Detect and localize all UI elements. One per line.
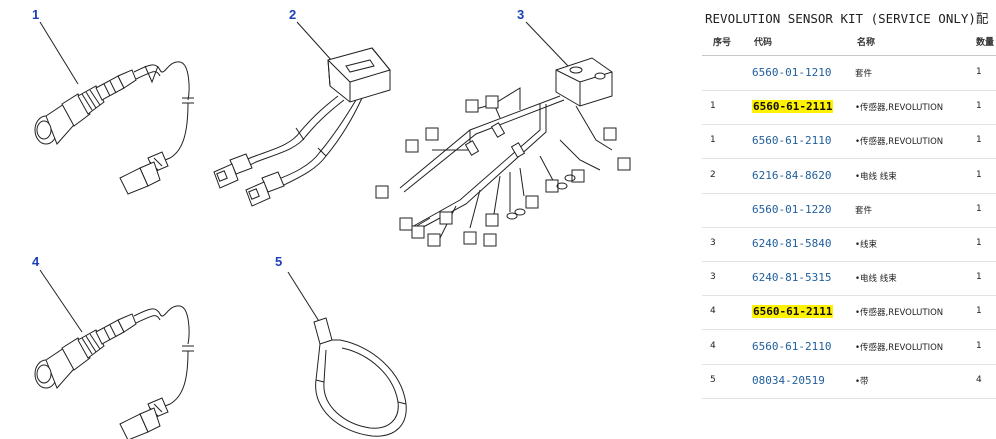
callout-2[interactable]: 2: [289, 7, 296, 22]
part-2-harness[interactable]: [213, 21, 391, 207]
row-qty: 1: [976, 67, 982, 77]
parts-diagram: 1 2: [32, 7, 631, 439]
table-row: 4 6560-61-2111 •传感器,REVOLUTION 1: [700, 296, 996, 331]
part-code-link[interactable]: 6240-81-5840: [752, 237, 832, 250]
table-row: 1 6560-61-2110 •传感器,REVOLUTION 1: [700, 125, 996, 160]
part-code-link[interactable]: 6240-81-5315: [752, 271, 832, 285]
row-seq: 5: [710, 374, 716, 385]
part-3-harness[interactable]: [375, 21, 631, 247]
table-row: 1 6560-61-2111 •传感器,REVOLUTION 1: [700, 91, 996, 126]
row-name: •传感器,REVOLUTION: [855, 308, 944, 319]
row-divider: [702, 363, 996, 365]
table-row: 6560-01-1210 套件 1: [700, 57, 996, 91]
part-code-link[interactable]: 6216-84-8620: [752, 168, 832, 182]
row-name: 套件: [855, 69, 873, 79]
header-code: 代码: [754, 38, 773, 48]
row-seq: 4: [710, 340, 716, 351]
row-name: •传感器,REVOLUTION: [855, 342, 944, 353]
row-qty: 1: [976, 135, 982, 146]
row-name: •传感器,REVOLUTION: [855, 137, 944, 148]
row-divider: [702, 329, 996, 331]
row-divider: [702, 124, 996, 126]
part-5-band[interactable]: [287, 271, 407, 437]
header-divider: [702, 55, 996, 56]
row-qty: 1: [976, 169, 982, 180]
part-code-link[interactable]: 6560-01-1220: [752, 202, 832, 216]
row-divider: [702, 261, 996, 262]
part-1-sensor[interactable]: [34, 21, 194, 195]
table-row: 4 6560-61-2110 •传感器,REVOLUTION 1: [700, 331, 996, 365]
row-qty: 1: [976, 340, 982, 351]
table-row: 3 6240-81-5840 •线束 1: [700, 228, 996, 262]
part-code-link[interactable]: 6560-61-2110: [752, 134, 832, 148]
row-seq: 1: [710, 135, 716, 146]
part-code-link[interactable]: 6560-01-1210: [752, 66, 832, 79]
header-qty: 数量: [976, 38, 995, 48]
table-row: 2 6216-84-8620 •电线 线束 1: [700, 160, 996, 194]
row-name: •带: [855, 376, 869, 387]
row-name: •电线 线束: [855, 171, 897, 182]
panel-title: REVOLUTION SENSOR KIT (SERVICE ONLY)配: [705, 11, 989, 26]
part-code-link[interactable]: 08034-20519: [752, 373, 825, 387]
part-code-link[interactable]: 6560-61-2110: [752, 339, 832, 353]
row-seq: 3: [710, 272, 716, 283]
callout-3[interactable]: 3: [517, 7, 524, 22]
row-divider: [702, 295, 996, 297]
table-row: 6560-01-1220 套件 1: [700, 194, 996, 228]
header-seq: 序号: [713, 38, 732, 48]
row-qty: 1: [976, 238, 982, 248]
part-code-link[interactable]: 6560-61-2111: [752, 100, 834, 114]
row-qty: 1: [976, 101, 982, 112]
parts-list-panel: REVOLUTION SENSOR KIT (SERVICE ONLY)配 序号…: [700, 0, 996, 439]
callout-4[interactable]: 4: [32, 254, 40, 269]
row-seq: 3: [710, 238, 716, 248]
table-row: 5 08034-20519 •带 4: [700, 365, 996, 399]
row-qty: 1: [976, 306, 982, 317]
row-divider: [702, 226, 996, 228]
row-name: 套件: [855, 205, 873, 216]
row-divider: [702, 90, 996, 91]
row-name: •线束: [855, 240, 878, 250]
table-row: 3 6240-81-5315 •电线 线束 1: [700, 262, 996, 297]
row-seq: 2: [710, 169, 716, 180]
row-name: •传感器,REVOLUTION: [855, 103, 944, 114]
part-4-sensor[interactable]: [34, 269, 194, 439]
callout-5[interactable]: 5: [275, 254, 282, 269]
row-divider: [702, 158, 996, 160]
header-name: 名称: [857, 38, 876, 48]
row-qty: 1: [976, 272, 982, 283]
row-name: •电线 线束: [855, 274, 897, 285]
row-divider: [702, 397, 996, 399]
row-qty: 4: [976, 374, 982, 385]
row-seq: 1: [710, 101, 716, 112]
part-code-link[interactable]: 6560-61-2111: [752, 305, 834, 319]
row-seq: 4: [710, 306, 716, 317]
row-divider: [702, 192, 996, 194]
row-qty: 1: [976, 203, 982, 214]
callout-1[interactable]: 1: [32, 7, 39, 22]
